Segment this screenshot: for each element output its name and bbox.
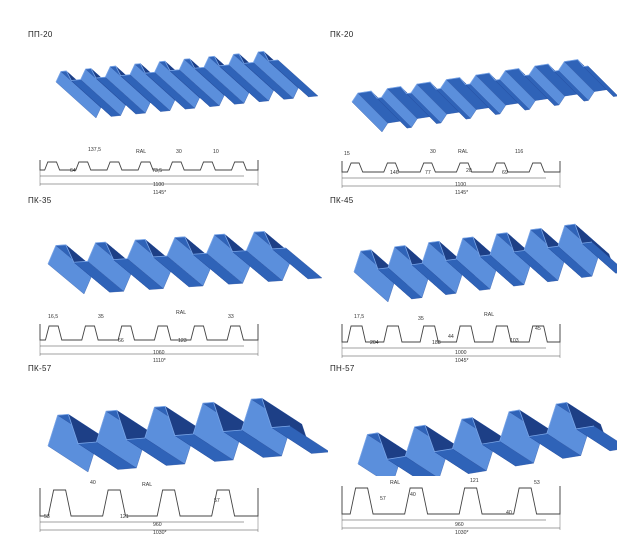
dimension-label: 960	[153, 522, 162, 528]
panel-title: ПК-35	[28, 196, 52, 205]
panel-title: ПП-20	[28, 30, 53, 39]
dimension-label: 40	[506, 510, 512, 516]
ral-label: RAL	[142, 482, 152, 488]
dimension-label: 16,5	[48, 314, 58, 320]
dimension-label: 64	[70, 168, 76, 174]
dimension-label: 30	[176, 149, 182, 155]
profile-drawing: 16,5 35 RAL 33 66 123 1060 1110*	[39, 310, 259, 364]
dimension-label: 53	[534, 480, 540, 486]
dimension-label: 1000	[455, 350, 467, 356]
profile-outline	[341, 486, 561, 515]
profile-outline	[39, 488, 259, 517]
profile-outline	[341, 324, 561, 343]
dimension-label: 1100	[153, 182, 164, 188]
dimension-label: 40	[90, 480, 96, 486]
ral-label: RAL	[136, 149, 146, 155]
profile-drawing: 137,5 RAL 30 10 64 73,5 1100 1145*	[39, 147, 259, 196]
profile-outline	[39, 160, 259, 171]
profile-drawing: 121 53 RAL 57 40 40 960 1030*	[341, 478, 561, 536]
panel-pk-57: ПК-57 40 RAL 53 121 57 960 1030*	[28, 364, 328, 540]
dimension-label: 35	[98, 314, 104, 320]
dimension-label: 123	[178, 338, 187, 344]
dimension-label: 10	[213, 149, 219, 155]
sheet-edge	[47, 397, 291, 447]
dimension-label: 1100	[455, 182, 466, 188]
sheet-edge	[357, 401, 595, 465]
dimension-label: 1030*	[153, 530, 167, 536]
ral-label: RAL	[484, 312, 494, 318]
ral-label: RAL	[176, 310, 186, 316]
dimension-label: 103	[510, 338, 519, 344]
dimension-label: 1030*	[455, 530, 469, 536]
sheet-edge	[351, 59, 589, 103]
dimension-label: 73,5	[152, 168, 162, 174]
ral-label: RAL	[390, 480, 400, 486]
panel-pp-20: ПП-20 137,5 RAL 30 10 64 73,5 1100 1145*	[28, 30, 328, 206]
dimension-label: 17,5	[354, 314, 364, 320]
dimension-label: 1145*	[455, 190, 468, 196]
dimension-label: 960	[455, 522, 464, 528]
sheet-edge	[55, 50, 279, 83]
dimension-label: 137,5	[88, 147, 101, 153]
panel-pn-57: ПН-57 121 53 RAL 57 40 40 960 1030*	[330, 364, 617, 540]
profile-outline	[341, 161, 561, 173]
dimension-label: 15	[344, 151, 350, 157]
dimension-label: 30	[430, 149, 436, 155]
panel-title: ПН-57	[330, 364, 355, 373]
panel-pk-35: ПК-35 16,5 35 RAL 33 66 123 1060 1110*	[28, 196, 328, 372]
dimension-label: 33	[228, 314, 234, 320]
dimension-label: 1045*	[455, 358, 469, 364]
profile-outline	[39, 324, 259, 341]
sheet-illustration	[47, 231, 323, 295]
dimension-label: 45	[535, 326, 541, 332]
dimension-label: 35	[418, 316, 424, 322]
dimension-label: 57	[380, 496, 386, 502]
sheet-illustration	[351, 59, 617, 133]
dimension-label: 1145*	[153, 190, 166, 196]
dimension-label: 40	[410, 492, 416, 498]
dimension-label: 116	[515, 149, 523, 155]
dimension-label: 69	[502, 170, 508, 176]
dimension-label: 121	[470, 478, 479, 484]
profile-drawing: 15 30 RAL 116 146 77 20 69 1100 1145*	[341, 149, 561, 196]
sheet-illustration	[353, 223, 617, 303]
dimension-label: 1110*	[153, 358, 166, 364]
profile-drawing: 40 RAL 53 121 57 960 1030*	[39, 480, 259, 536]
sheet-illustration	[357, 401, 617, 476]
dimension-label: 44	[448, 334, 454, 340]
dimension-label: 53	[44, 514, 50, 520]
dimension-label: 1060	[153, 350, 165, 356]
sheet-illustration	[55, 50, 319, 119]
dimension-label: 188	[432, 340, 441, 346]
panel-title: ПК-45	[330, 196, 354, 205]
dimension-label: 66	[118, 338, 124, 344]
dimension-label: 20	[466, 168, 472, 174]
dimension-label: 146	[390, 170, 399, 176]
panel-title: ПК-57	[28, 364, 52, 373]
dimension-label: 121	[120, 514, 129, 520]
sheet-edge	[353, 223, 593, 273]
dimension-label: 57	[214, 498, 220, 504]
panel-pk-45: ПК-45 17,5 35 RAL 204 188 44 103 45 1000 1045*	[330, 196, 617, 372]
ral-label: RAL	[458, 149, 468, 155]
panel-title: ПК-20	[330, 30, 354, 39]
profile-drawing: 17,5 35 RAL 204 188 44 103 45 1000 1045*	[341, 312, 561, 364]
panel-pk-20: ПК-20 15 30 RAL 116 146 77 20 69 1100 1145*	[330, 30, 617, 206]
sheet-illustration	[47, 397, 328, 473]
dimension-label: 77	[425, 170, 431, 176]
sheet-edge	[47, 231, 287, 265]
dimension-label: 204	[370, 340, 379, 346]
